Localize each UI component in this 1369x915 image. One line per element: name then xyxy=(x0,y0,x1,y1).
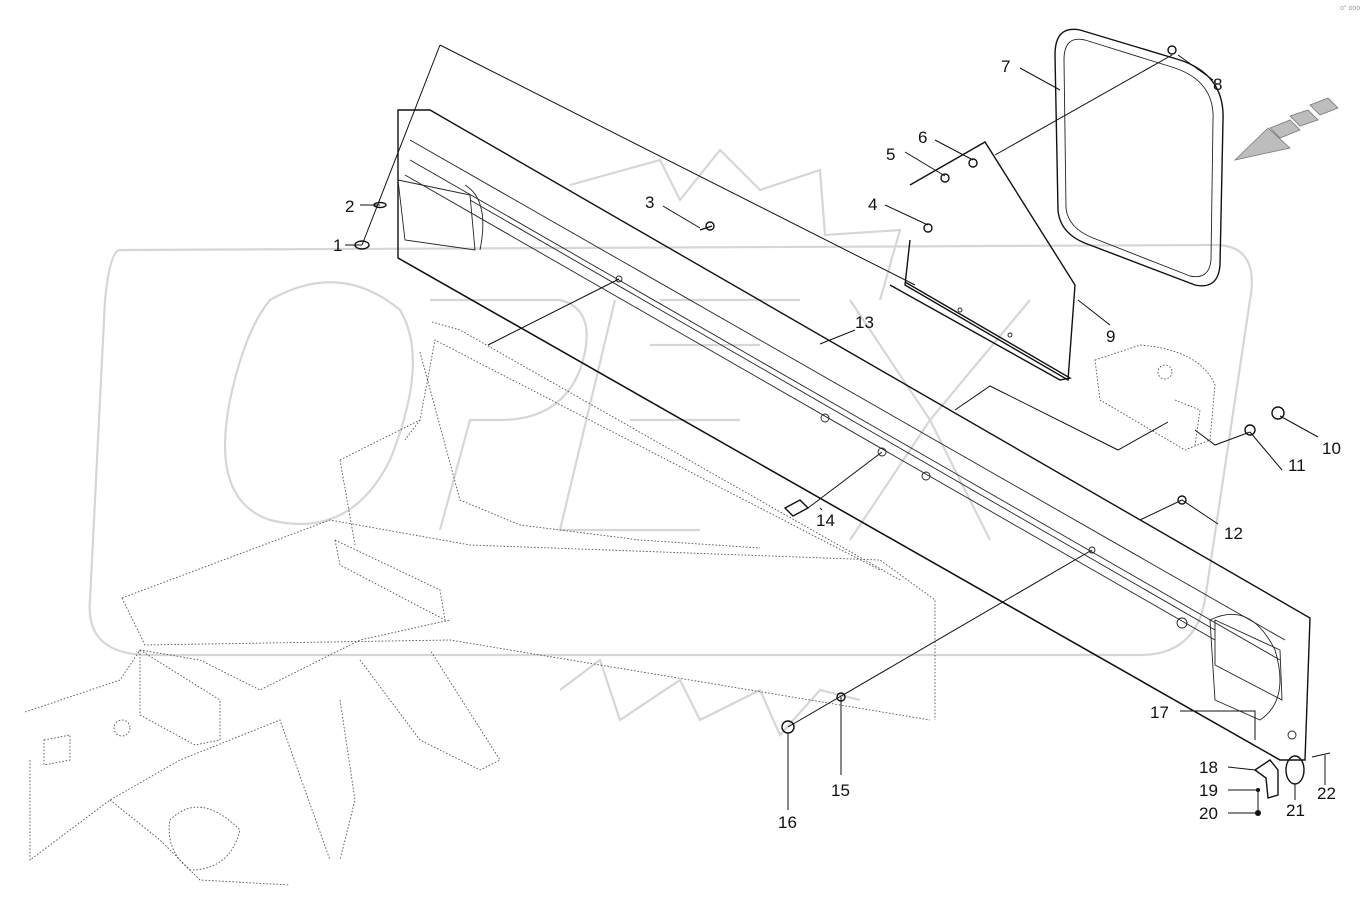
callout-17: 17 xyxy=(1150,703,1169,722)
corner-mark: o° ooo xyxy=(1340,4,1360,12)
callout-2: 2 xyxy=(345,197,354,216)
bracket-plate xyxy=(889,141,1076,382)
callout-1: 1 xyxy=(333,236,342,255)
callout-18: 18 xyxy=(1199,758,1218,777)
callout-20: 20 xyxy=(1199,804,1218,823)
callout-12: 12 xyxy=(1224,524,1243,543)
callout-3: 3 xyxy=(645,193,654,212)
leader-lines xyxy=(345,44,1331,814)
callout-15: 15 xyxy=(831,781,850,800)
callout-19: 19 xyxy=(1199,781,1218,800)
main-beam xyxy=(397,109,1311,761)
callout-13: 13 xyxy=(855,313,874,332)
frame-context xyxy=(24,321,1216,886)
callout-8: 8 xyxy=(1213,75,1222,94)
direction-arrow-icon xyxy=(1233,97,1339,161)
callout-9: 9 xyxy=(1106,327,1115,346)
callout-4: 4 xyxy=(868,195,877,214)
callout-10: 10 xyxy=(1322,439,1341,458)
opex-watermark xyxy=(88,148,1253,738)
callout-5: 5 xyxy=(886,145,895,164)
callout-7: 7 xyxy=(1001,57,1010,76)
callout-11: 11 xyxy=(1288,456,1306,475)
hardware xyxy=(354,45,1305,816)
callout-16: 16 xyxy=(778,813,797,832)
callout-14: 14 xyxy=(816,511,835,530)
callout-21: 21 xyxy=(1286,801,1305,820)
callout-22: 22 xyxy=(1317,784,1336,803)
cover-plate xyxy=(1054,28,1224,287)
callout-labels: 1 2 3 4 5 6 7 8 9 10 11 12 13 14 15 16 1… xyxy=(333,4,1360,832)
callout-6: 6 xyxy=(918,128,927,147)
